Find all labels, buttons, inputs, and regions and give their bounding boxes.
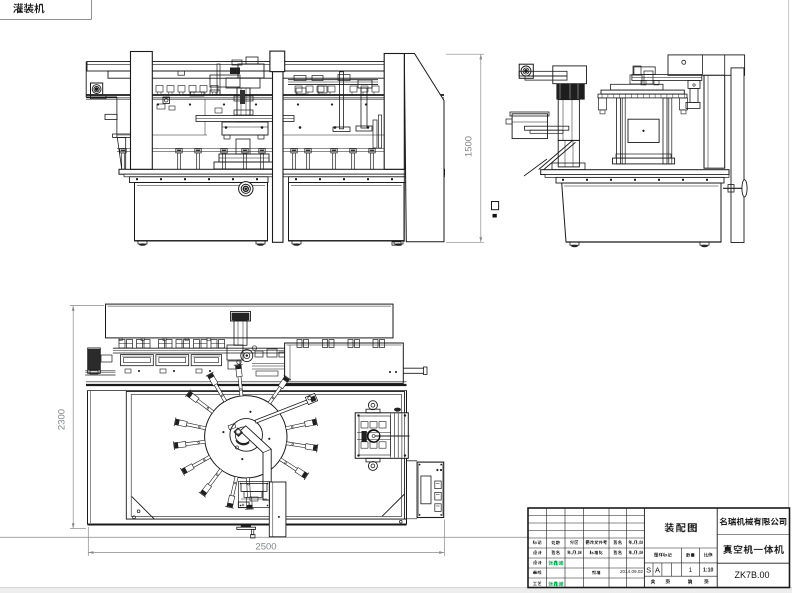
svg-text:2014.09.02: 2014.09.02: [620, 569, 643, 574]
svg-text:1:10: 1:10: [703, 568, 713, 574]
svg-text:S: S: [646, 566, 651, 575]
svg-text:A: A: [655, 566, 660, 575]
svg-text:2500: 2500: [255, 541, 276, 552]
svg-text:ZK7B.00: ZK7B.00: [734, 570, 769, 580]
svg-text:2300: 2300: [57, 409, 68, 430]
svg-text:1500: 1500: [464, 136, 475, 157]
svg-text:1: 1: [689, 568, 693, 574]
